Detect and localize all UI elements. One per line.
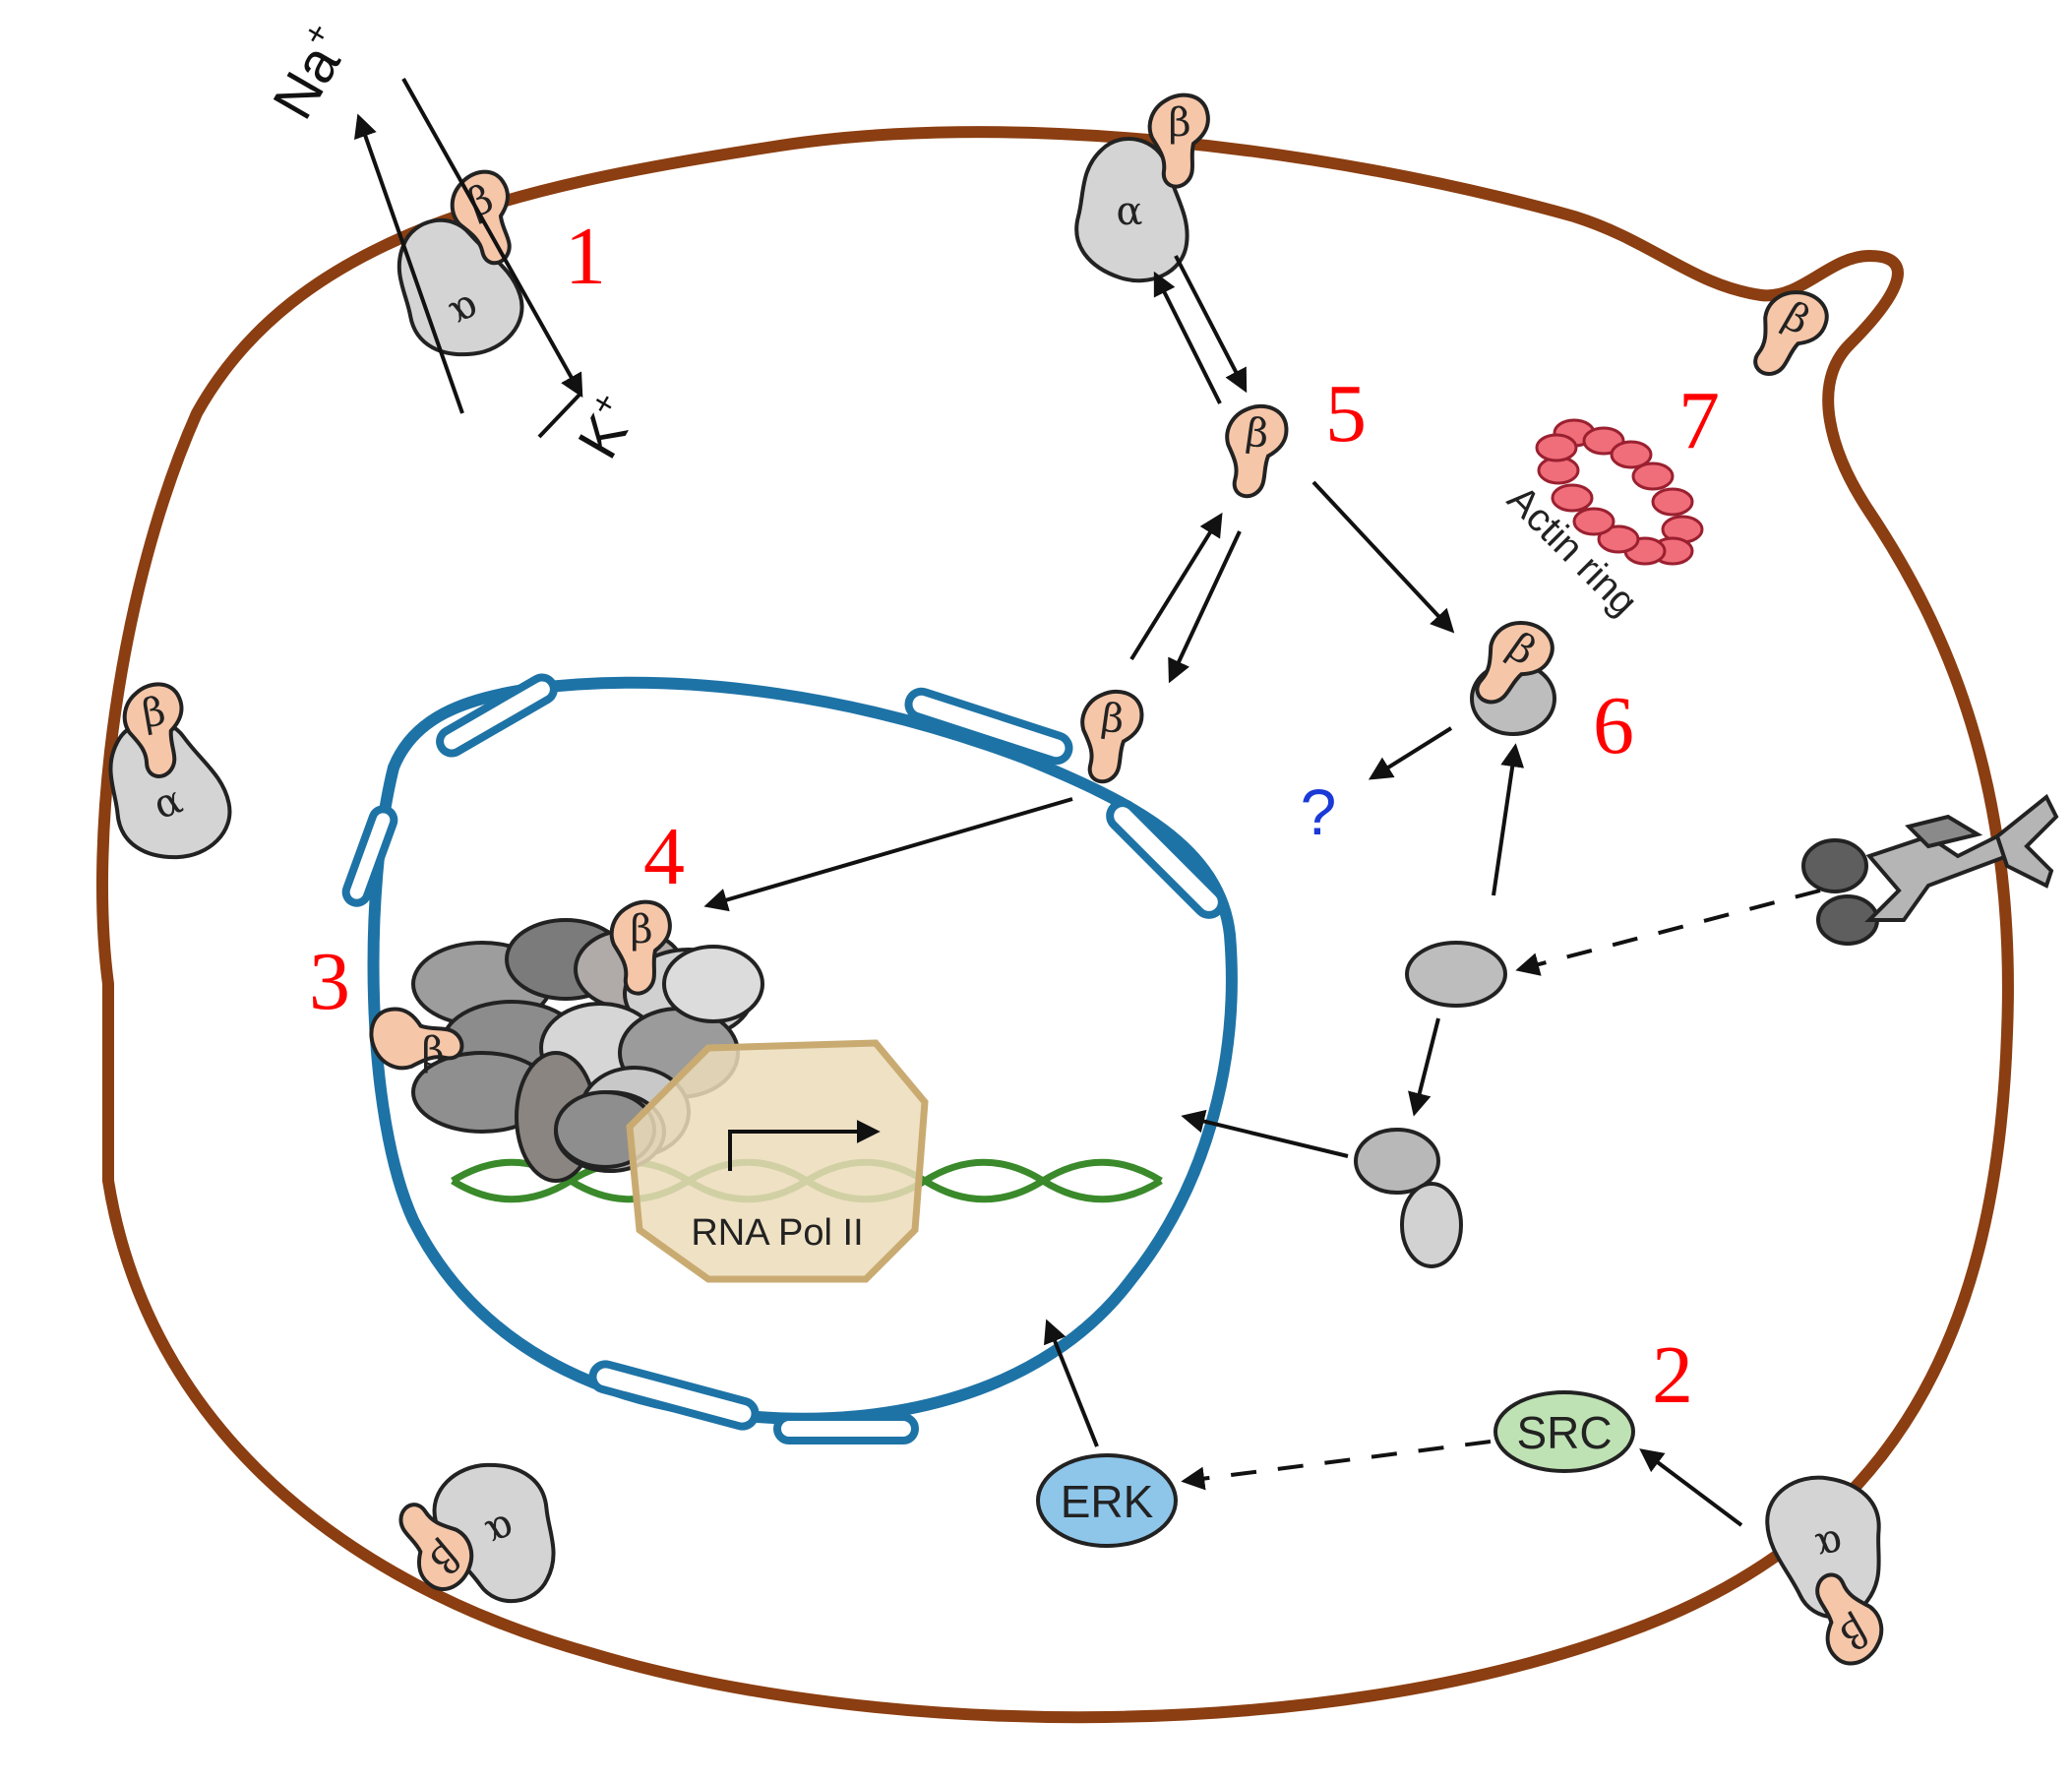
beta-subunit-free: β xyxy=(1217,399,1292,503)
er-sac xyxy=(904,687,1073,766)
membrane-receptor xyxy=(1801,793,2059,946)
signaling-complex-2 xyxy=(1400,1182,1463,1268)
arrow-5-to-pump xyxy=(1153,271,1222,404)
label-2: 2 xyxy=(1652,1329,1693,1421)
arrow-5-to-6 xyxy=(1311,480,1455,634)
beta-label: β xyxy=(421,1029,444,1075)
erk-label: ERK xyxy=(1061,1476,1154,1527)
er-sac xyxy=(1106,799,1226,919)
signaling-protein-a xyxy=(1405,941,1507,1008)
pump-bottom-left: α β xyxy=(379,1444,578,1621)
label-4: 4 xyxy=(643,811,685,902)
cell-membrane xyxy=(96,126,2014,1724)
arrow-pump-to-src xyxy=(1639,1448,1743,1527)
transcription-start-arrow xyxy=(728,1120,881,1171)
arrow-receptor-signal xyxy=(1515,889,1821,976)
src-node xyxy=(1493,1390,1635,1473)
er-sac xyxy=(588,1360,760,1431)
beta-subunit-complex: β xyxy=(1459,607,1563,720)
label-7: 7 xyxy=(1678,375,1720,466)
nucleus-envelope xyxy=(367,676,1238,1425)
pump-bottom-right: α β xyxy=(1758,1465,1896,1675)
beta-subunit-perinuclear: β xyxy=(1072,685,1147,788)
er-sac xyxy=(773,1413,919,1444)
actin-ring xyxy=(1535,418,1704,566)
signaling-complex-1 xyxy=(1354,1128,1440,1195)
alpha-label: α xyxy=(1116,189,1142,234)
unknown-target: ? xyxy=(1301,775,1337,848)
arrow-erk-to-nucleus xyxy=(1043,1319,1099,1447)
potassium-transport-arrow xyxy=(401,78,583,399)
na-k-pump: α β xyxy=(354,78,583,439)
rna-pol-label: RNA Pol II xyxy=(691,1212,863,1254)
beta-subunit-protrusion: β xyxy=(1737,277,1838,391)
beta-label: β xyxy=(630,907,652,952)
pump-left: α β xyxy=(87,678,244,878)
sodium-transport-arrow xyxy=(354,113,464,414)
arrow-to-nuclear-beta xyxy=(703,797,1073,912)
sodium-ion-label: Na+ xyxy=(259,17,362,130)
arrow-signal-to-6 xyxy=(1492,743,1525,896)
er-sac xyxy=(341,805,398,907)
er-sac xyxy=(436,673,558,758)
beta-subunit-nuclear: β xyxy=(609,899,672,996)
arrow-6-to-unknown xyxy=(1368,726,1453,780)
arrow-src-to-erk xyxy=(1181,1440,1492,1491)
arrow-pump-to-5 xyxy=(1174,255,1248,394)
potassium-tail xyxy=(537,392,582,439)
arrow-perinuclear-to-5 xyxy=(1129,512,1223,661)
label-6: 6 xyxy=(1593,680,1634,771)
beta-label: β xyxy=(1168,100,1190,146)
erk-node xyxy=(1036,1453,1178,1548)
label-3: 3 xyxy=(309,936,350,1027)
rna-pol-ii xyxy=(626,1039,929,1283)
arrow-complex-to-nucleus xyxy=(1181,1109,1349,1158)
pump-top: α β xyxy=(1074,92,1210,283)
arrow-5-to-perinuclear xyxy=(1168,530,1242,684)
label-5: 5 xyxy=(1325,368,1367,460)
arrow-signal-to-complex xyxy=(1408,1017,1440,1117)
src-label: SRC xyxy=(1516,1407,1612,1458)
label-1: 1 xyxy=(565,211,606,302)
